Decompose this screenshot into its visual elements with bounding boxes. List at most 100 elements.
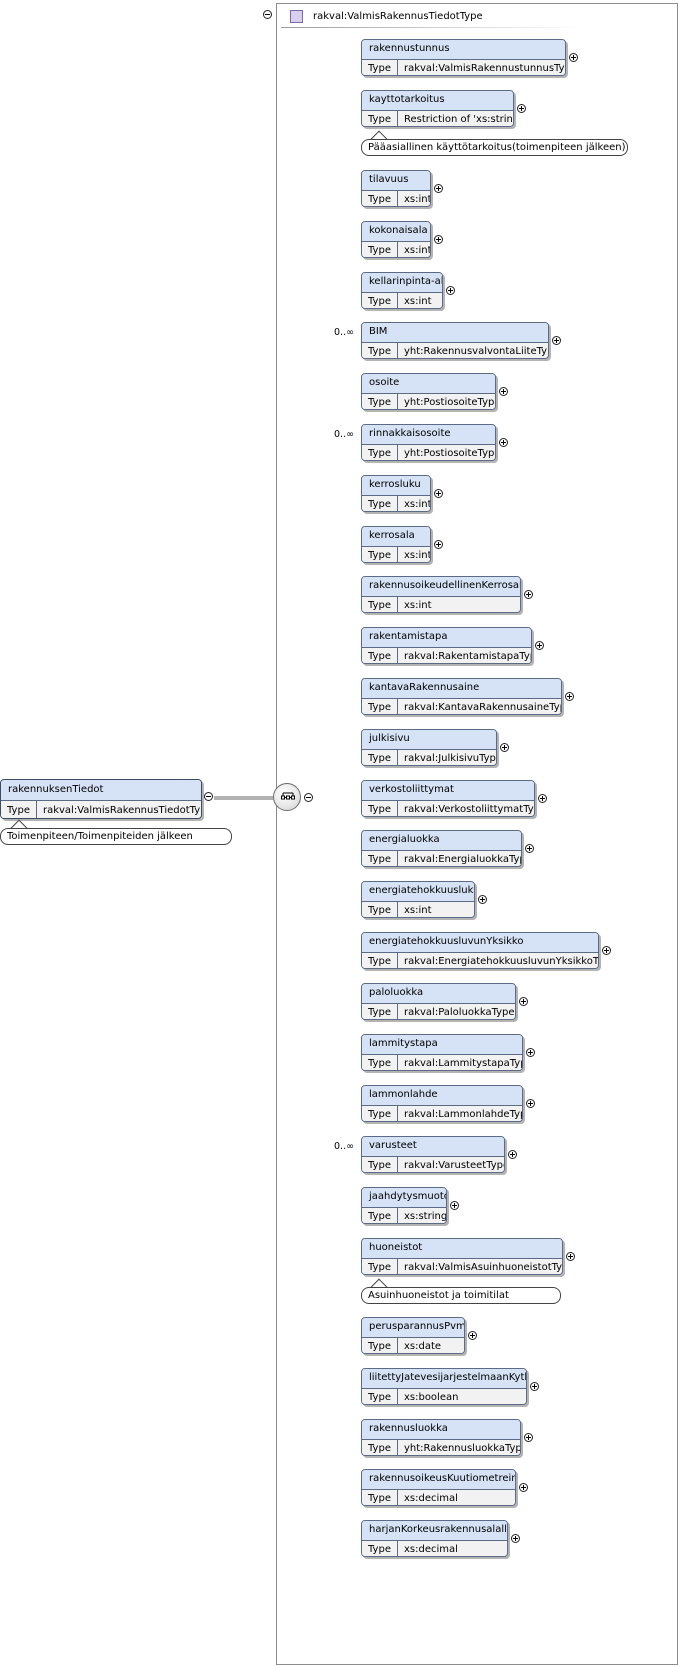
expand-toggle-icon[interactable] — [535, 641, 544, 650]
expand-toggle-icon[interactable] — [565, 692, 574, 701]
expand-toggle-icon[interactable] — [517, 104, 526, 113]
expand-toggle-icon[interactable] — [434, 184, 443, 193]
expand-toggle-icon[interactable] — [499, 387, 508, 396]
expand-toggle-icon[interactable] — [511, 1534, 520, 1543]
expand-toggle-icon[interactable] — [434, 235, 443, 244]
expand-toggle-icon[interactable] — [500, 743, 509, 752]
compositor-collapse-toggle-icon[interactable] — [304, 793, 313, 802]
expand-toggle-icon[interactable] — [519, 997, 528, 1006]
expand-toggle-icon[interactable] — [524, 1433, 533, 1442]
complex-type-icon — [290, 9, 303, 23]
header-divider — [281, 27, 581, 28]
element-name: jaahdytysmuoto — [362, 1188, 446, 1208]
type-label: Type — [362, 547, 398, 562]
expand-toggle-icon[interactable] — [538, 794, 547, 803]
expand-toggle-icon[interactable] — [499, 438, 508, 447]
expand-toggle-icon[interactable] — [569, 53, 578, 62]
element-name: osoite — [362, 374, 495, 394]
occurrence-label: 0..∞ — [334, 429, 354, 440]
expand-toggle-icon[interactable] — [602, 946, 611, 955]
expand-toggle-icon[interactable] — [478, 895, 487, 904]
expand-toggle-icon[interactable] — [530, 1382, 539, 1391]
type-label: Type — [362, 1208, 398, 1223]
expand-toggle-icon[interactable] — [526, 1048, 535, 1057]
expand-toggle-icon[interactable] — [525, 844, 534, 853]
type-label: Type — [362, 699, 398, 714]
element-name: energialuokka — [362, 831, 521, 851]
type-value: xs:int — [403, 600, 432, 611]
sequence-compositor[interactable] — [273, 783, 301, 811]
expand-toggle-icon[interactable] — [566, 1252, 575, 1261]
root-element-box[interactable]: rakennuksenTiedot Type rakval:ValmisRake… — [0, 779, 202, 819]
element-name: rakennusluokka — [362, 1420, 520, 1440]
element-name: kellarinpinta-ala — [362, 273, 442, 293]
expand-toggle-icon[interactable] — [524, 590, 533, 599]
expand-toggle-icon[interactable] — [519, 1483, 528, 1492]
expand-toggle-icon[interactable] — [434, 489, 443, 498]
element-name: paloluokka — [362, 984, 515, 1004]
root-annotation-text: Toimenpiteen/Toimenpiteiden jälkeen — [7, 831, 193, 842]
root-type-value: rakval:ValmisRakennusTiedotType — [42, 805, 202, 816]
type-label: Type — [362, 242, 398, 257]
type-value: xs:int — [403, 499, 431, 510]
root-collapse-toggle-icon[interactable] — [204, 792, 213, 801]
occurrence-label: 0..∞ — [334, 1141, 354, 1152]
type-label: Type — [362, 1541, 398, 1556]
expand-toggle-icon[interactable] — [552, 336, 561, 345]
expand-toggle-icon[interactable] — [434, 540, 443, 549]
expand-toggle-icon[interactable] — [468, 1331, 477, 1340]
type-value: xs:int — [403, 905, 432, 916]
element-name: kayttotarkoitus — [362, 91, 513, 111]
type-label: Type — [362, 902, 398, 917]
expand-toggle-icon[interactable] — [446, 286, 455, 295]
element-name: verkostoliittymat — [362, 781, 534, 801]
element-name: kerrosluku — [362, 476, 430, 496]
collapse-type-toggle-icon[interactable] — [263, 10, 272, 19]
type-value: rakval:JulkisivuType — [403, 753, 497, 764]
expand-toggle-icon[interactable] — [526, 1099, 535, 1108]
type-value: yht:PostiosoiteType — [403, 397, 496, 408]
expand-toggle-icon[interactable] — [450, 1201, 459, 1210]
root-element-type-row: Type rakval:ValmisRakennusTiedotType — [1, 801, 202, 818]
element-name: rakennusoikeudellinenKerrosala — [362, 577, 520, 597]
type-label: Type — [362, 445, 398, 460]
expand-toggle-icon[interactable] — [508, 1150, 517, 1159]
type-value: yht:RakennusluokkaType — [403, 1443, 521, 1454]
type-label: Type — [362, 851, 398, 866]
